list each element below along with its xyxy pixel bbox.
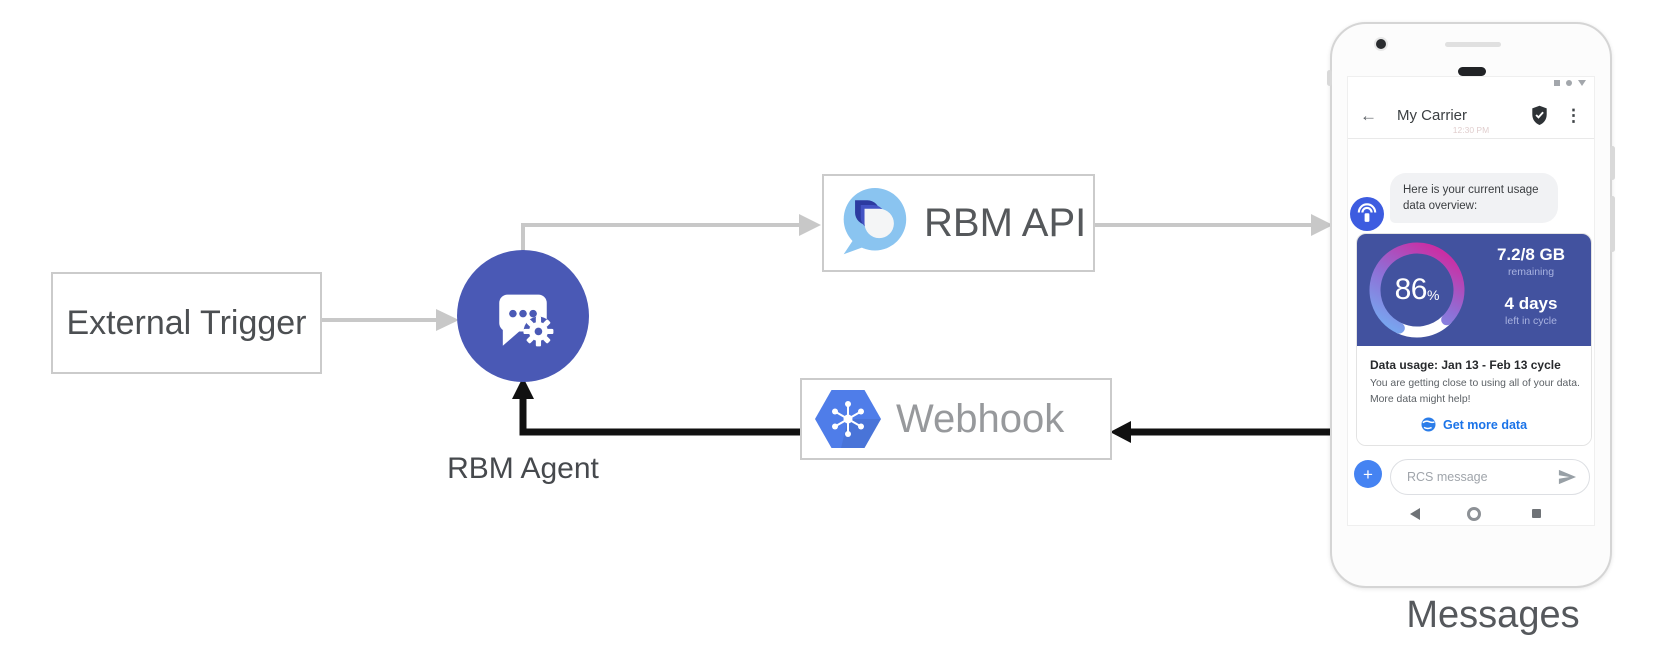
volume-button — [1610, 196, 1615, 252]
globe-icon — [1421, 417, 1436, 432]
days-left-label: left in cycle — [1505, 315, 1557, 327]
conversation-header: ← My Carrier ⋮ — [1348, 93, 1594, 139]
arrow-webhook-to-agent — [512, 377, 800, 436]
message-timestamp: 12:30 PM — [1452, 125, 1490, 135]
cloud-hexagon-hub-icon — [815, 390, 881, 448]
nav-recents-button[interactable] — [1532, 509, 1541, 518]
agent-message-bubble: Here is your current usage data overview… — [1390, 173, 1558, 224]
external-trigger-node: External Trigger — [51, 272, 322, 374]
android-nav-bar — [1348, 505, 1594, 525]
usage-donut-gauge: 86 % — [1365, 238, 1469, 342]
data-remaining-value: 7.2/8 GB — [1496, 245, 1566, 264]
front-camera — [1376, 39, 1386, 49]
status-triangle-icon — [1578, 80, 1586, 86]
usage-stats: 7.2/8 GB remaining 4 days left in cycle — [1475, 245, 1587, 327]
rbm-agent-label: RBM Agent — [447, 452, 599, 485]
usage-percent: 86 % — [1394, 273, 1440, 306]
status-bar — [1554, 80, 1586, 86]
days-left-value: 4 days — [1504, 294, 1558, 313]
rcs-message-input[interactable] — [1405, 469, 1557, 485]
sim-tray — [1327, 70, 1332, 86]
antenna-broadcast-icon — [1357, 203, 1377, 222]
rbm-api-node: RBM API — [822, 174, 1095, 272]
nav-home-button[interactable] — [1467, 507, 1481, 521]
status-square-icon — [1554, 80, 1560, 86]
get-more-data-button[interactable]: Get more data — [1370, 417, 1578, 432]
arrow-phone-to-webhook — [1110, 421, 1334, 443]
rbm-logo-icon — [843, 187, 907, 255]
rbm-agent-node — [457, 250, 589, 382]
speaker-slot — [1445, 42, 1501, 47]
overflow-menu-icon[interactable]: ⋮ — [1565, 105, 1582, 125]
add-attachment-button[interactable]: + — [1354, 460, 1382, 488]
usage-card-body-line1: You are getting close to using all of yo… — [1370, 378, 1580, 389]
rbm-api-label: RBM API — [924, 200, 1087, 245]
usage-rich-card: 86 % 7.2/8 GB remaining 4 days left in c… — [1356, 233, 1592, 447]
arrow-agent-to-api — [521, 214, 821, 252]
webhook-label: Webhook — [896, 396, 1065, 441]
power-button — [1610, 146, 1615, 180]
phone-mockup: ← My Carrier ⋮ 12:30 PM Here is your cur… — [1327, 22, 1615, 588]
chat-bubble-gear-icon — [499, 294, 554, 347]
nav-back-button[interactable] — [1410, 508, 1420, 520]
arrow-api-to-phone — [1095, 214, 1333, 236]
webhook-node: Webhook — [800, 378, 1112, 460]
usage-card-title: Data usage: Jan 13 - Feb 13 cycle — [1370, 358, 1561, 372]
phone-caption: Messages — [1406, 594, 1580, 636]
back-arrow-icon[interactable]: ← — [1360, 105, 1377, 125]
phone-screen: ← My Carrier ⋮ 12:30 PM Here is your cur… — [1347, 76, 1595, 526]
compose-bar — [1390, 459, 1590, 495]
external-trigger-label: External Trigger — [66, 303, 307, 342]
earpiece-speaker — [1458, 67, 1486, 76]
usage-gauge-panel: 86 % 7.2/8 GB remaining 4 days left in c… — [1357, 234, 1591, 346]
get-more-data-label: Get more data — [1442, 417, 1528, 432]
status-dot-icon — [1566, 80, 1572, 86]
usage-card-details: Data usage: Jan 13 - Feb 13 cycle You ar… — [1357, 346, 1591, 446]
send-icon[interactable] — [1557, 467, 1577, 487]
verified-shield-icon — [1532, 105, 1547, 125]
conversation-title: My Carrier — [1397, 107, 1467, 124]
data-remaining-label: remaining — [1507, 266, 1555, 278]
arrow-external-to-agent — [322, 309, 459, 331]
agent-avatar — [1350, 197, 1384, 231]
usage-card-body-line2: More data might help! — [1370, 393, 1471, 405]
